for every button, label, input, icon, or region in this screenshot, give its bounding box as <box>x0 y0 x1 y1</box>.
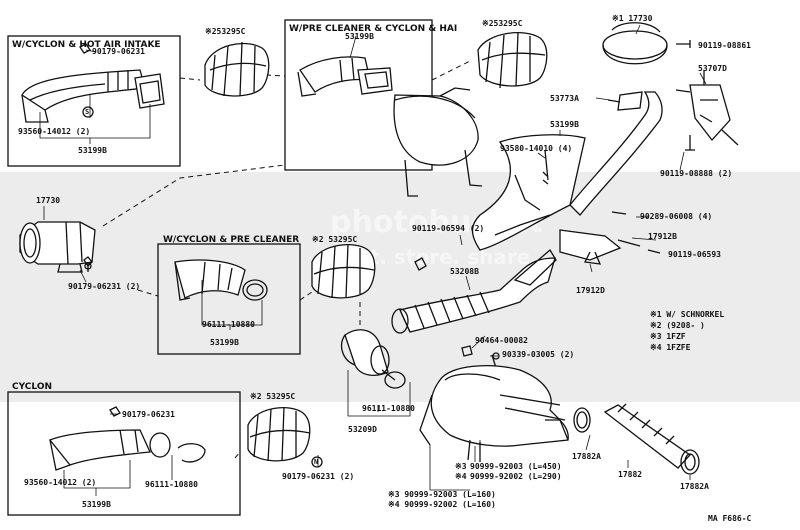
part-label: 90179-06231 <box>92 47 145 56</box>
part-label: 17912D <box>576 286 605 295</box>
duct-cyclon <box>48 429 206 471</box>
part-label: 90179-06231 <box>122 410 175 419</box>
intake-hose-17882 <box>573 403 700 475</box>
part-label: 53199B <box>210 338 239 347</box>
legend-line: ※4 1FZFE <box>650 343 691 352</box>
main-hose-53208b <box>391 249 557 334</box>
figure-code: MA F686-C <box>708 514 752 523</box>
part-label: 90119-06593 <box>668 250 721 259</box>
marker: S <box>85 108 90 116</box>
part-label: 90999-92003 (L=450) <box>470 462 562 471</box>
part-label: 90119-06594 (2) <box>412 224 485 233</box>
part-label: 53199B <box>550 120 579 129</box>
part-label: 93560-14012 (2) <box>24 478 97 487</box>
part-label: ※1 17730 <box>612 14 653 23</box>
watermark-band <box>0 172 800 402</box>
part-label: 90179-06231 (2) <box>68 282 141 291</box>
part-label: 90999-92002 (L=290) <box>470 472 562 481</box>
duct-hot-air-intake <box>21 69 165 123</box>
part-label: 90289-06008 (4) <box>640 212 713 221</box>
part-label: ※253295C <box>205 27 246 36</box>
snorkel-bracket <box>675 70 739 151</box>
part-label: ※253295C <box>482 19 523 28</box>
duct-pre-cleaner <box>297 56 483 197</box>
box-title-pre-cleaner-cyclon-hai: W/PRE CLEANER & CYCLON & HAI <box>289 24 458 34</box>
box-title-cyclon-pre-cleaner: W/CYCLON & PRE CLEANER <box>163 235 300 245</box>
snorkel-lower-hose <box>559 211 661 265</box>
duct-cyclon-pre-cleaner <box>174 259 268 301</box>
part-label: 96111-10880 <box>362 404 415 413</box>
part-label: 53209D <box>348 425 377 434</box>
part-label: 53199B <box>78 146 107 155</box>
part-label: 90464-00082 <box>475 336 528 345</box>
part-label: 17882A <box>572 452 601 461</box>
hose-53209d <box>341 329 406 389</box>
part-label: 96111-10880 <box>202 320 255 329</box>
part-label: ※2 53295C <box>250 392 296 401</box>
part-label: 90119-08888 (2) <box>660 169 733 178</box>
legend-line: ※1 W/ SCHNORKEL <box>650 310 725 319</box>
marker: ※3 <box>455 462 467 471</box>
part-label: ※2 53295C <box>312 235 358 244</box>
part-label: ※4 90999-92002 (L=160) <box>388 500 496 509</box>
part-label: 53208B <box>450 267 479 276</box>
cyclone-element-2 <box>477 32 548 89</box>
part-label: 93580-14010 (4) <box>500 144 573 153</box>
marker: ※4 <box>455 472 467 481</box>
part-label: 17912B <box>648 232 677 241</box>
box-pre-cleaner-cyclon-hai <box>284 19 433 171</box>
air-cleaner-17730 <box>19 221 96 273</box>
part-label: 90339-03005 (2) <box>502 350 575 359</box>
box-cyclon <box>7 391 241 516</box>
part-label: 90119-08861 <box>698 41 751 50</box>
cyclone-element-1 <box>204 41 270 97</box>
box-hot-air-intake <box>7 35 181 167</box>
air-cleaner-lower <box>419 365 569 462</box>
part-label: 53707D <box>698 64 727 73</box>
part-label: 17730 <box>36 196 61 205</box>
part-label: 96111-10880 <box>145 480 198 489</box>
part-label: 53199B <box>82 500 111 509</box>
marker: N <box>314 458 319 466</box>
legend-line: ※2 (9208- ) <box>650 321 705 330</box>
cyclone-element-4 <box>247 406 311 462</box>
part-label: ※3 90999-92003 (L=160) <box>388 490 496 499</box>
box-title-cyclon: CYCLON <box>12 382 53 392</box>
air-cleaner-cap <box>602 22 691 65</box>
part-label: 53773A <box>550 94 579 103</box>
cyclone-element-3 <box>311 243 376 299</box>
part-label: 93560-14012 (2) <box>18 127 91 136</box>
part-label: 17882 <box>618 470 643 479</box>
box-title-hot-air-intake: W/CYCLON & HOT AIR INTAKE <box>12 40 161 50</box>
part-label: 17882A <box>680 482 709 491</box>
box-cyclon-pre-cleaner <box>157 243 301 355</box>
snorkel-body <box>471 91 663 251</box>
part-label: 90179-06231 (2) <box>282 472 355 481</box>
part-label: 53199B <box>345 32 374 41</box>
legend-line: ※3 1FZF <box>650 332 686 341</box>
marker-symbols <box>79 43 323 468</box>
